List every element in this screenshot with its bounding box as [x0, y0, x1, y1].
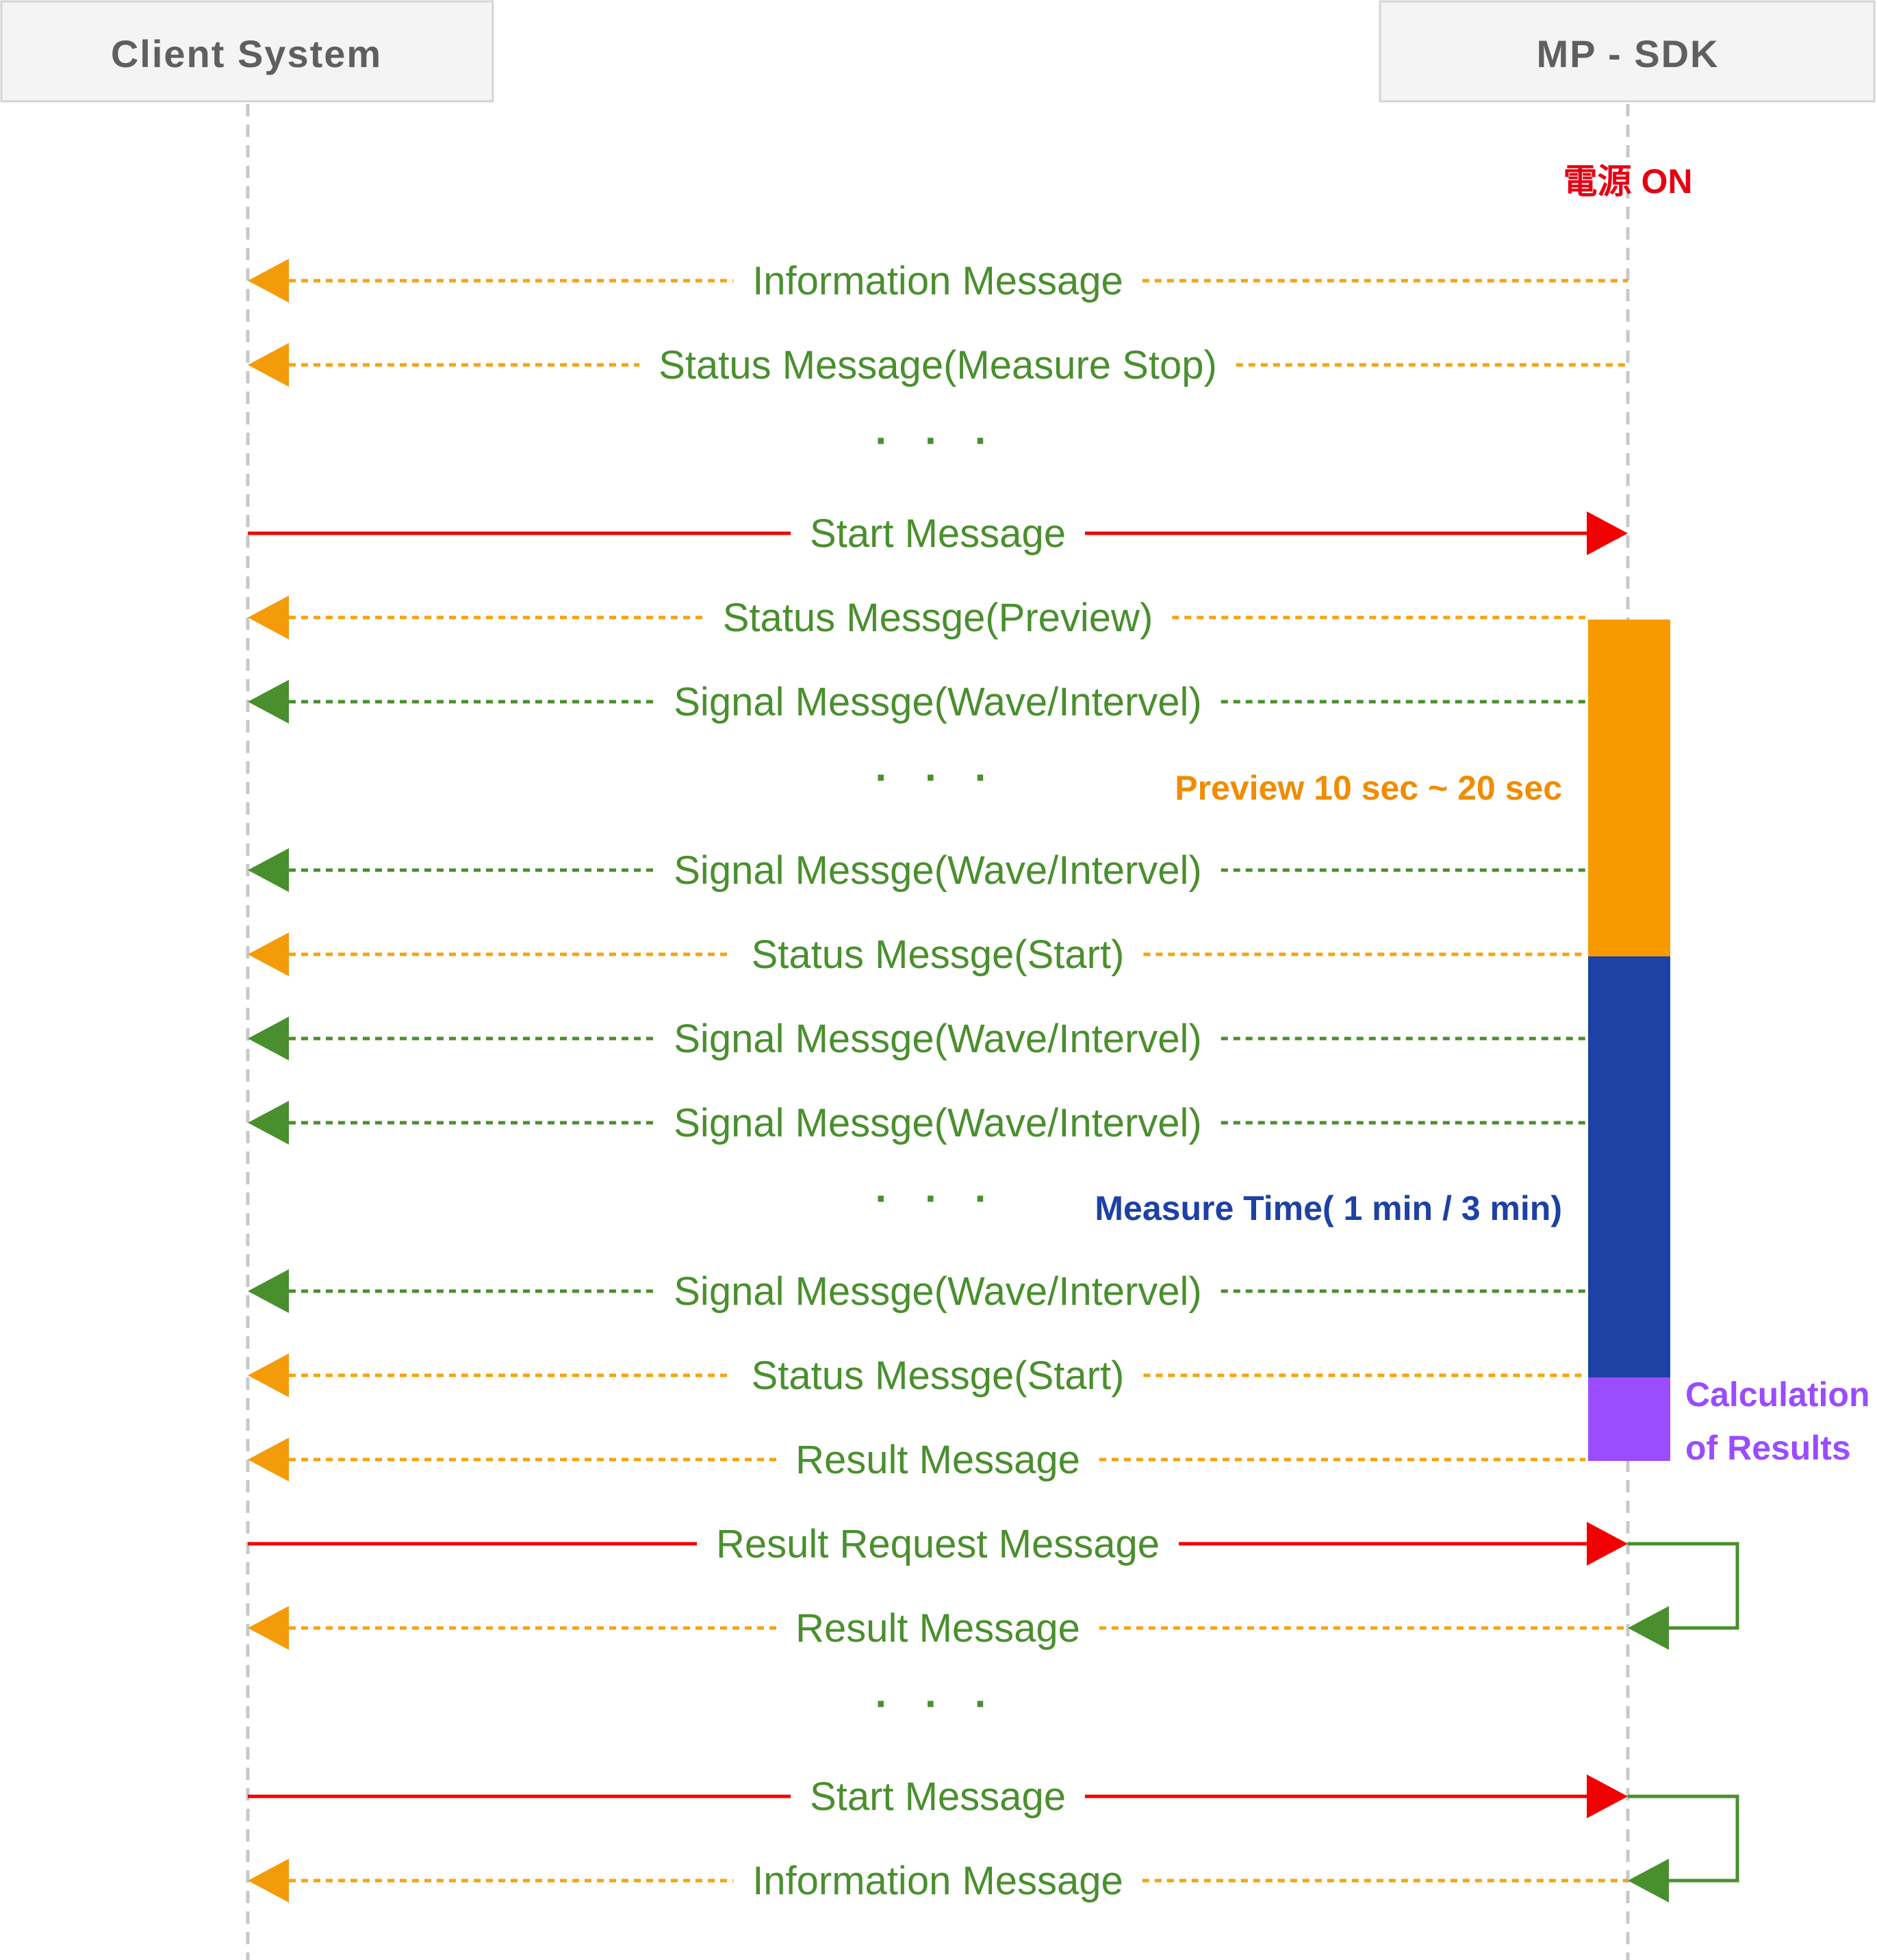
arrowhead-left-icon [248, 1353, 289, 1397]
activation-bar-calc [1588, 1377, 1670, 1461]
arrowhead-left-icon [248, 259, 289, 303]
message-label: Status Messge(Start) [752, 932, 1125, 977]
ellipsis-gap: · · · [875, 418, 1000, 463]
message-label: Start Message [810, 1774, 1066, 1819]
activation-bar-preview [1588, 620, 1670, 956]
message-label: Signal Messge(Wave/Intervel) [674, 1101, 1201, 1145]
arrowhead-left-icon [248, 1269, 289, 1313]
client-lane-header: Client System [0, 0, 494, 103]
calculation-note-line-1: Calculation [1685, 1375, 1869, 1414]
sdk-lane-title: MP - SDK [1537, 32, 1720, 75]
self-loops [1628, 1542, 1739, 1902]
ellipsis-gap: · · · [875, 1175, 1000, 1221]
arrowhead-right-icon [1587, 1774, 1628, 1818]
sdk-lane-box [1379, 0, 1876, 103]
message-async: Status Messge(Start) [248, 1353, 1585, 1398]
message-sync: Start Message [248, 511, 1628, 556]
message-async: Status Message(Measure Stop) [248, 343, 1628, 387]
message-signal: Signal Messge(Wave/Intervel) [248, 1101, 1585, 1145]
arrowhead-right-icon [1587, 511, 1628, 555]
self-loop [1628, 1542, 1739, 1650]
arrowhead-left-icon [248, 680, 289, 724]
arrowhead-left-icon [248, 1101, 289, 1145]
self-loop [1628, 1794, 1739, 1902]
arrowhead-left-icon [248, 343, 289, 387]
message-label: Signal Messge(Wave/Intervel) [674, 1017, 1201, 1061]
arrowhead-left-icon [1628, 1859, 1669, 1902]
message-sync: Result Request Message [248, 1522, 1628, 1566]
power-on-note: 電源 ON [1563, 162, 1693, 201]
message-async: Result Message [248, 1606, 1628, 1651]
client-lane-box [0, 0, 494, 103]
message-label: Information Message [752, 1859, 1123, 1903]
message-label: Result Message [795, 1438, 1080, 1482]
message-signal: Signal Messge(Wave/Intervel) [248, 680, 1585, 724]
message-signal: Signal Messge(Wave/Intervel) [248, 1269, 1585, 1314]
message-async: Information Message [248, 259, 1628, 303]
self-loop-line [1628, 1542, 1739, 1630]
activation-bar-measure [1588, 956, 1670, 1377]
message-label: Status Messge(Start) [752, 1353, 1125, 1398]
message-sync: Start Message [248, 1774, 1628, 1819]
message-label: Status Message(Measure Stop) [659, 343, 1217, 387]
preview-duration-note: Preview 10 sec ~ 20 sec [1175, 769, 1562, 807]
message-async: Status Messge(Start) [248, 932, 1585, 977]
message-async: Result Message [248, 1438, 1585, 1482]
arrowhead-left-icon [248, 848, 289, 892]
arrowhead-left-icon [248, 1859, 289, 1902]
message-async: Status Messge(Preview) [248, 596, 1585, 640]
message-label: Information Message [752, 259, 1123, 303]
message-label: Signal Messge(Wave/Intervel) [674, 1269, 1201, 1314]
message-signal: Signal Messge(Wave/Intervel) [248, 1017, 1585, 1061]
arrowhead-left-icon [248, 1606, 289, 1650]
message-label: Result Request Message [716, 1522, 1160, 1566]
arrowhead-left-icon [248, 1438, 289, 1481]
ellipsis-gap: · · · [875, 1681, 1000, 1727]
arrowhead-right-icon [1587, 1522, 1628, 1566]
message-signal: Signal Messge(Wave/Intervel) [248, 848, 1585, 893]
message-label: Start Message [810, 511, 1066, 556]
message-async: Information Message [248, 1859, 1628, 1903]
arrowhead-left-icon [1628, 1606, 1669, 1650]
notes: 電源 ON Preview 10 sec ~ 20 sec Measure Ti… [1095, 162, 1869, 1467]
self-loop-line [1628, 1794, 1739, 1883]
client-lane-title: Client System [111, 32, 382, 75]
message-label: Signal Messge(Wave/Intervel) [674, 680, 1201, 724]
message-label: Status Messge(Preview) [723, 596, 1153, 640]
message-label: Result Message [795, 1606, 1080, 1651]
arrowhead-left-icon [248, 1017, 289, 1060]
message-label: Signal Messge(Wave/Intervel) [674, 848, 1201, 893]
measure-time-note: Measure Time( 1 min / 3 min) [1095, 1189, 1562, 1227]
arrowhead-left-icon [248, 596, 289, 639]
arrowhead-left-icon [248, 932, 289, 976]
sdk-lane-header: MP - SDK [1379, 0, 1876, 103]
activation-bars [1588, 620, 1670, 1461]
calculation-note-line-2: of Results [1685, 1429, 1851, 1467]
ellipsis-gap: · · · [875, 754, 1000, 800]
